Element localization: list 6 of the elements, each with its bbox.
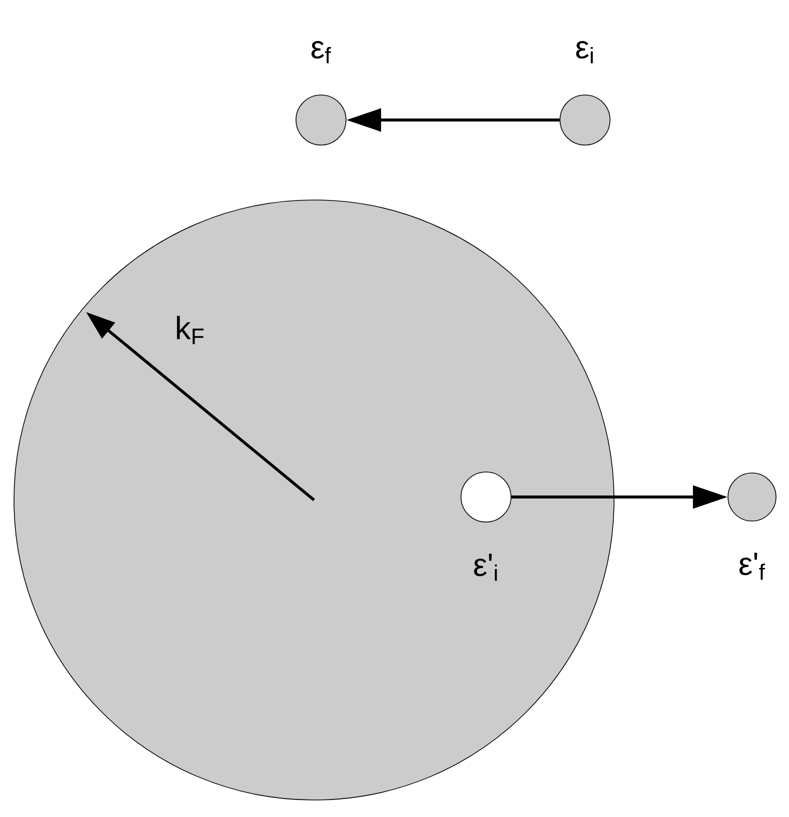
node-label: ε'$_{i}$ (474, 554, 497, 581)
node-label: ε'$_{f}$ (739, 552, 766, 580)
fermi-sphere (14, 200, 614, 800)
node-label: ε$_{i}$ (576, 41, 593, 64)
radius-label: k$_{F}$ (176, 316, 204, 344)
node-label: ε$_{f}$ (312, 41, 331, 64)
